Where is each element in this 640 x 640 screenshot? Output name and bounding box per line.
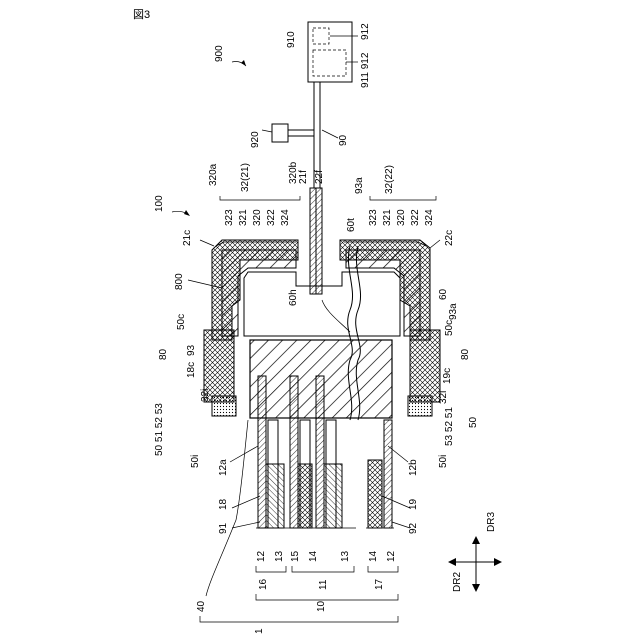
- label-324-right: 324: [424, 209, 435, 226]
- label-13-b: 13: [340, 550, 351, 562]
- label-93a-top: 93a: [354, 177, 365, 194]
- label-322-left: 322: [266, 209, 277, 226]
- bracket-32-21: [220, 196, 300, 200]
- label-12b: 12b: [408, 459, 419, 476]
- label-323-left: 323: [224, 209, 235, 226]
- label-50i-left: 50i: [190, 455, 201, 468]
- label-21f: 21f: [298, 170, 309, 184]
- label-22c: 22c: [444, 230, 455, 246]
- label-32i-left: 32i: [200, 389, 211, 402]
- label-53-52-51-right: 53 52 51: [444, 407, 455, 446]
- label-13-a: 13: [274, 550, 285, 562]
- label-18c: 18c: [186, 362, 197, 378]
- label-14-a: 14: [308, 550, 319, 562]
- label-800: 800: [174, 273, 185, 290]
- bracket-11: [292, 566, 354, 572]
- label-93a-right: 93a: [448, 303, 459, 320]
- label-910: 910: [286, 31, 297, 48]
- label-17: 17: [374, 578, 385, 590]
- label-14-b: 14: [368, 550, 379, 562]
- label-50-53-left: 50 51 52 53: [154, 403, 165, 456]
- label-16: 16: [258, 578, 269, 590]
- label-32-21: 32(21): [240, 163, 251, 192]
- label-80-left: 80: [158, 348, 169, 360]
- label-80-right: 80: [460, 348, 471, 360]
- label-dr3: DR3: [486, 512, 497, 532]
- label-15: 15: [290, 550, 301, 562]
- label-18: 18: [218, 498, 229, 510]
- bracket-1: [200, 616, 398, 622]
- label-320-left: 320: [252, 209, 263, 226]
- bracket-32-22: [370, 196, 436, 200]
- label-19c: 19c: [442, 368, 453, 384]
- label-32-22: 32(22): [384, 165, 395, 194]
- label-60t: 60t: [346, 218, 357, 232]
- label-320a: 320a: [208, 163, 219, 186]
- label-60: 60: [438, 288, 449, 300]
- label-90: 90: [338, 134, 349, 146]
- label-91: 91: [218, 522, 229, 534]
- label-22f: 22f: [314, 170, 325, 184]
- label-900: 900: [214, 45, 225, 62]
- label-dr2: DR2: [452, 572, 463, 592]
- label-40: 40: [196, 600, 207, 612]
- label-93: 93: [186, 344, 197, 356]
- label-321-right: 321: [382, 209, 393, 226]
- label-12a: 12a: [218, 459, 229, 476]
- sensor-920: [272, 124, 288, 142]
- label-320-right: 320: [396, 209, 407, 226]
- label-323-right: 323: [368, 209, 379, 226]
- label-1: 1: [254, 628, 265, 634]
- bracket-10: [256, 594, 398, 600]
- label-912: 912: [360, 23, 371, 40]
- label-324-left: 324: [280, 209, 291, 226]
- label-50c-right: 50c: [444, 320, 455, 336]
- label-50c-left: 50c: [176, 314, 187, 330]
- wire-inner: [322, 300, 350, 332]
- label-50i-right: 50i: [438, 455, 449, 468]
- controller-910: [308, 22, 358, 82]
- arrow-head-100: [184, 210, 190, 216]
- label-21c: 21c: [182, 230, 193, 246]
- label-50-right: 50: [468, 416, 479, 428]
- bracket-17: [368, 566, 398, 572]
- label-19: 19: [408, 498, 419, 510]
- figure-title: 図3: [133, 8, 150, 21]
- label-100: 100: [154, 195, 165, 212]
- label-32i-right: 32i: [438, 391, 449, 404]
- bracket-16: [256, 566, 286, 572]
- label-60h: 60h: [288, 289, 299, 306]
- label-12-b: 12: [386, 550, 397, 562]
- lead-through-top: [310, 188, 322, 294]
- label-322-right: 322: [410, 209, 421, 226]
- label-321-left: 321: [238, 209, 249, 226]
- label-911-912: 911 912: [360, 52, 371, 88]
- label-12-a: 12: [256, 550, 267, 562]
- label-920: 920: [250, 131, 261, 148]
- label-10: 10: [316, 600, 327, 612]
- label-11: 11: [318, 579, 329, 590]
- arrow-head-900: [241, 60, 246, 66]
